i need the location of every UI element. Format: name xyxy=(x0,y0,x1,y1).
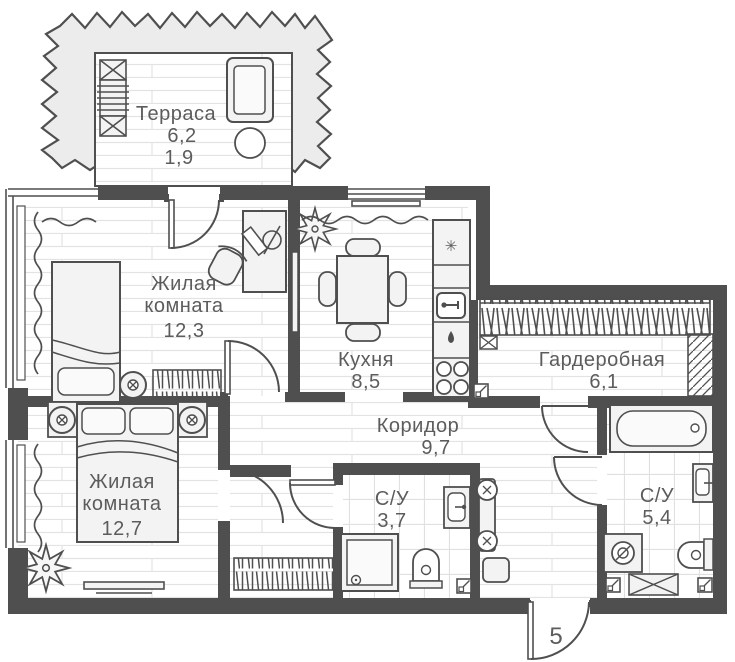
window-kitchen-top xyxy=(348,188,425,207)
dining-set xyxy=(318,238,407,342)
shaft-bathroom-right xyxy=(697,577,713,593)
window-sill-left-upper xyxy=(16,205,26,381)
room-label-wardrobe: Гардеробная xyxy=(539,349,666,371)
shower xyxy=(340,533,399,592)
desk xyxy=(240,210,287,293)
lamp-left xyxy=(48,406,76,434)
windows xyxy=(5,188,425,548)
chair xyxy=(318,271,337,307)
room-label-living1-line2: комната xyxy=(144,295,224,317)
room-area-terrace-reduced: 1,9 xyxy=(164,147,193,169)
dishwasher-icon xyxy=(448,331,454,343)
curtain-kitchen xyxy=(301,215,429,225)
terrace: Терраса 6,2 1,9 xyxy=(94,52,293,187)
room-label-living2-line1: Жилая xyxy=(89,471,155,493)
bed-single xyxy=(51,261,121,403)
door-wardrobe[interactable] xyxy=(541,405,589,453)
room-label-terrace: Терраса xyxy=(136,103,217,125)
door-living1[interactable] xyxy=(224,340,280,395)
room-label-kitchen: Кухня xyxy=(338,349,394,371)
shelf-unit xyxy=(687,333,714,397)
door-bathroom-large[interactable] xyxy=(553,456,603,506)
desk-chair xyxy=(207,245,248,286)
room-area-kitchen: 8,5 xyxy=(351,371,380,393)
tv-console xyxy=(83,581,165,594)
clothes-rail xyxy=(479,297,711,336)
vent-box xyxy=(479,335,498,350)
room-area-bathroom-large: 5,4 xyxy=(642,507,671,529)
plant-living2 xyxy=(22,544,70,592)
room-area-wardrobe: 6,1 xyxy=(589,371,618,393)
curtain-living2 xyxy=(33,443,43,553)
radiator-hall xyxy=(233,557,341,591)
room-area-bathroom-small: 3,7 xyxy=(377,510,406,532)
bathroom-small: С/У 3,7 xyxy=(340,486,471,592)
curtain-living1-top xyxy=(41,217,97,227)
doors xyxy=(168,199,603,660)
heating-unit xyxy=(476,478,498,552)
chair xyxy=(345,238,381,257)
room-label-living2-line2: комната xyxy=(82,493,162,515)
kitchen-furniture: ✳ Кухня 8,5 xyxy=(291,207,489,399)
window-living2-left xyxy=(5,440,14,548)
room-area-terrace-total: 6,2 xyxy=(167,125,196,147)
shaft-bathroom-left xyxy=(605,577,621,593)
window-living1-left xyxy=(5,189,14,388)
door-bathroom-small[interactable] xyxy=(289,479,336,529)
bathtub xyxy=(609,404,714,453)
sink-large xyxy=(692,463,714,503)
fridge-icon: ✳ xyxy=(445,238,458,255)
curtain-living1-left xyxy=(33,211,43,375)
bathroom-large: С/У 5,4 xyxy=(603,404,714,596)
living1-furniture: Жилая комната 12,3 xyxy=(33,210,287,403)
room-area-living1: 12,3 xyxy=(164,320,205,342)
desk-lamp xyxy=(262,230,282,250)
dining-table xyxy=(336,255,389,324)
door-living2[interactable] xyxy=(229,469,284,524)
toilet-large xyxy=(677,538,714,571)
floor-corridor xyxy=(230,402,597,467)
window-corner-top xyxy=(8,188,98,197)
chair xyxy=(388,271,407,307)
wardrobe-furniture: Гардеробная 6,1 xyxy=(479,297,714,397)
apartment-number: 5 xyxy=(549,623,562,650)
washing-machine xyxy=(603,533,643,573)
terrace-sofa xyxy=(226,57,274,123)
vent-box-bathroom xyxy=(628,573,679,596)
corridor: Коридор 9,7 xyxy=(233,415,510,594)
lamp-right xyxy=(178,406,206,434)
mirror-board xyxy=(291,251,299,333)
shaft-hall xyxy=(456,578,472,594)
laptop xyxy=(240,225,269,257)
living2-furniture: Жилая комната 12,7 xyxy=(22,401,208,594)
toilet-small xyxy=(409,548,443,589)
room-label-bathroom-small: С/У xyxy=(375,488,409,510)
plant-kitchen xyxy=(293,207,337,251)
room-area-living2: 12,7 xyxy=(102,518,143,540)
chair xyxy=(345,323,381,342)
radiator-living1 xyxy=(152,369,222,398)
terrace-table xyxy=(234,127,266,159)
kitchen-sink xyxy=(436,292,466,319)
door-terrace[interactable] xyxy=(168,199,220,249)
floor-lamp xyxy=(119,371,147,399)
kitchen-counter: ✳ xyxy=(432,219,471,398)
door-entrance[interactable] xyxy=(527,601,590,660)
stool xyxy=(482,557,510,583)
room-label-living1-line1: Жилая xyxy=(151,273,217,295)
shaft-kitchen xyxy=(473,383,489,399)
room-label-corridor: Коридор xyxy=(377,415,459,437)
room-label-bathroom-large: С/У xyxy=(640,485,674,507)
walls xyxy=(8,186,727,614)
room-area-corridor: 9,7 xyxy=(421,437,450,459)
terrace-shelf xyxy=(97,59,129,137)
bed-double xyxy=(76,403,179,543)
stove-burners xyxy=(436,361,469,395)
sink-small xyxy=(443,486,471,529)
window-sill-left-lower xyxy=(16,444,26,543)
